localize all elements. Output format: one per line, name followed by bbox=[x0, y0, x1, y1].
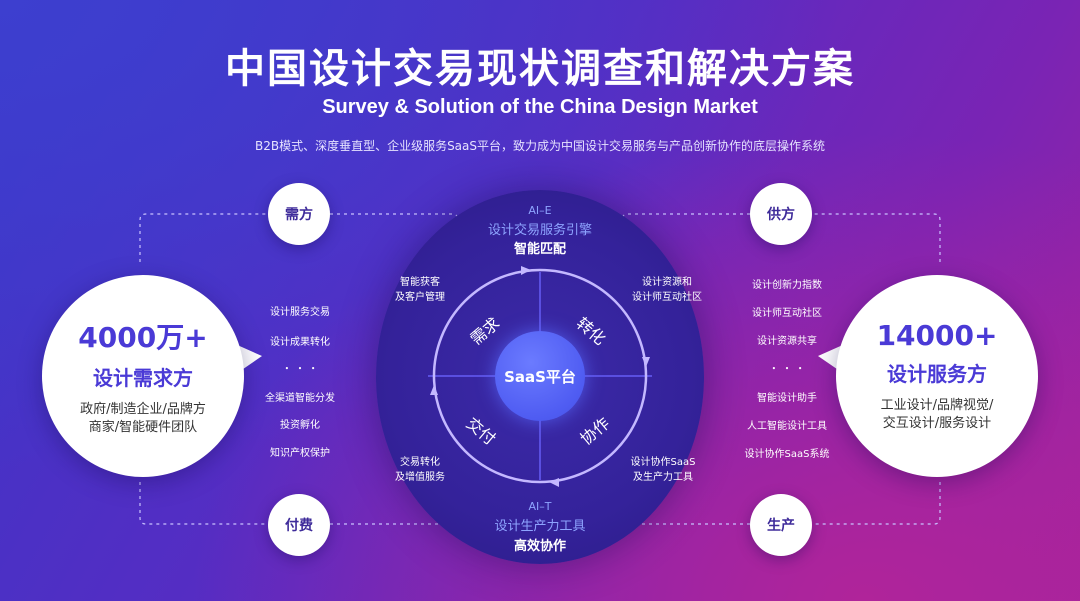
left-item-4: 全渠道智能分发 bbox=[265, 393, 335, 404]
right-item-5: 智能设计助手 bbox=[757, 393, 817, 404]
left-item-5: 投资孵化 bbox=[280, 420, 320, 431]
demand-desc: 政府/制造企业/品牌方商家/智能硬件团队 bbox=[80, 401, 206, 435]
badge-payment: 付费 bbox=[268, 494, 330, 556]
ai-t-tag: AI–T bbox=[528, 500, 552, 513]
right-item-2: 设计师互动社区 bbox=[752, 308, 822, 319]
note-bottom-left: 交易转化及增值服务 bbox=[395, 457, 445, 483]
badge-production: 生产 bbox=[750, 494, 812, 556]
demand-label: 设计需求方 bbox=[93, 365, 193, 390]
right-item-1: 设计创新力指数 bbox=[752, 280, 822, 291]
left-item-2: 设计成果转化 bbox=[270, 337, 330, 348]
right-item-7: 设计协作SaaS系统 bbox=[744, 449, 830, 460]
supply-label: 设计服务方 bbox=[887, 362, 987, 386]
ai-e-tag: AI–E bbox=[528, 204, 552, 217]
page-subtitle: Survey & Solution of the China Design Ma… bbox=[322, 96, 758, 118]
ai-t-name: 设计生产力工具 bbox=[494, 519, 586, 534]
left-item-1: 设计服务交易 bbox=[270, 307, 330, 318]
note-top-right: 设计资源和设计师互动社区 bbox=[632, 277, 702, 303]
right-item-4: ・ ・ ・ bbox=[768, 364, 806, 375]
left-item-3: ・ ・ ・ bbox=[281, 364, 319, 375]
ai-e-sub: 智能匹配 bbox=[513, 242, 566, 257]
page-description: B2B模式、深度垂直型、企业级服务SaaS平台，致力成为中国设计交易服务与产品创… bbox=[254, 139, 826, 153]
badge-demand-side: 需方 bbox=[268, 183, 330, 245]
left-item-6: 知识产权保护 bbox=[270, 448, 330, 459]
supply-desc: 工业设计/品牌视觉/交互设计/服务设计 bbox=[880, 398, 994, 431]
badge-supply-side: 供方 bbox=[750, 183, 812, 245]
demand-bubble: 4000万+ 设计需求方 政府/制造企业/品牌方商家/智能硬件团队 bbox=[42, 275, 244, 477]
saas-core: SaaS平台 bbox=[495, 331, 585, 421]
ai-e-name: 设计交易服务引擎 bbox=[487, 223, 592, 238]
note-top-left: 智能获客及客户管理 bbox=[395, 277, 445, 303]
demand-count: 4000万+ bbox=[78, 320, 208, 354]
right-item-3: 设计资源共享 bbox=[757, 336, 817, 347]
supply-count: 14000+ bbox=[876, 319, 998, 352]
right-item-6: 人工智能设计工具 bbox=[747, 421, 827, 432]
page-title: 中国设计交易现状调查和解决方案 bbox=[225, 46, 855, 92]
supply-bubble: 14000+ 设计服务方 工业设计/品牌视觉/交互设计/服务设计 bbox=[836, 275, 1038, 477]
ai-t-sub: 高效协作 bbox=[513, 539, 566, 554]
